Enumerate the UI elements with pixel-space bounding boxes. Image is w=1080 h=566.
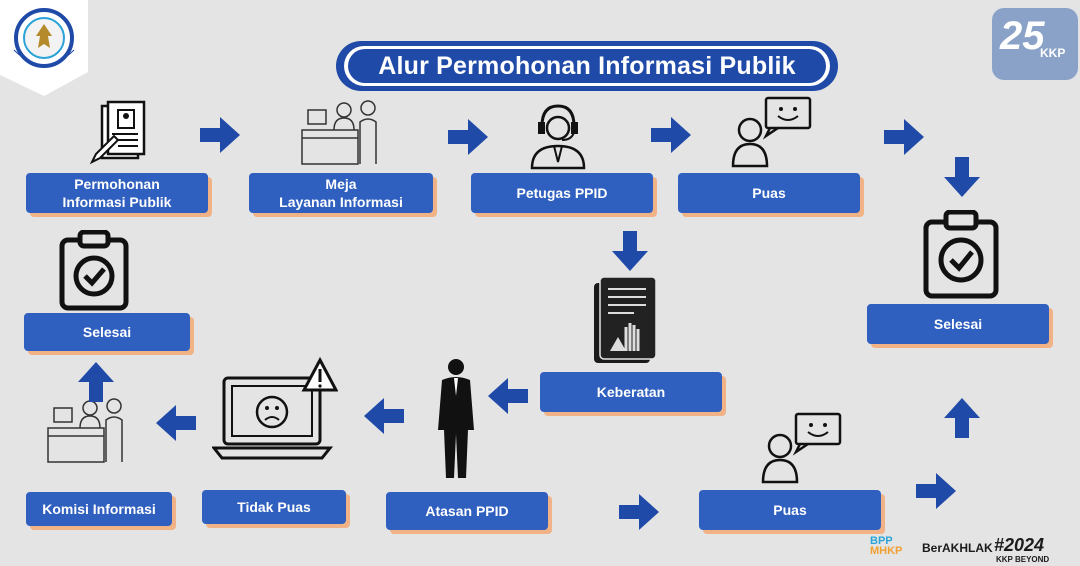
user-chat-smile-icon (731, 96, 812, 168)
arrow-icon (651, 117, 691, 153)
year-tag: #2024 (994, 535, 1045, 555)
box-komisi-informasi: Komisi Informasi (26, 492, 172, 526)
box-puas-bottom: Puas (699, 490, 881, 530)
arrow-icon (944, 398, 980, 438)
objection-document-icon (594, 276, 657, 363)
box-selesai-left: Selesai (24, 313, 190, 351)
user-chat-smile-icon (761, 412, 842, 484)
businessman-icon (438, 359, 474, 478)
kkp-beyond-label: KKP BEYOND (996, 555, 1050, 564)
box-selesai-left-label: Selesai (82, 324, 132, 340)
document-form-icon (89, 100, 146, 165)
arrow-icon (156, 405, 196, 441)
box-selesai-right: Selesai (867, 304, 1049, 344)
arrow-icon (916, 473, 956, 509)
service-desk-icon (47, 398, 123, 463)
arrow-icon (944, 157, 980, 197)
box-selesai-right-label: Selesai (933, 316, 983, 332)
box-atasan-label: Atasan PPID (425, 503, 509, 519)
bpp-logo-line1: BPP (870, 535, 893, 547)
clipboard-check-icon (59, 230, 129, 311)
berakhlak-logo: BerAKHLAK (922, 541, 993, 555)
headset-agent-icon (530, 104, 586, 170)
arrow-icon (200, 117, 240, 153)
box-tidak-puas-label: Tidak Puas (237, 499, 311, 515)
arrow-icon (448, 119, 488, 155)
ministry-seal-icon (13, 8, 75, 68)
box-petugas-ppid: Petugas PPID (471, 173, 653, 213)
anniversary-badge: 25 KKP (992, 8, 1078, 80)
bpp-logo-line2: MHKP (870, 545, 903, 557)
page-title: Alur Permohonan Informasi Publik (348, 49, 826, 83)
arrow-icon (364, 398, 404, 434)
title-banner: Alur Permohonan Informasi Publik (336, 41, 838, 91)
box-puas-top-label: Puas (752, 185, 786, 201)
ministry-logo-panel (0, 0, 88, 96)
service-desk-icon (301, 100, 377, 165)
box-permohonan-label: Permohonan Informasi Publik (62, 176, 172, 210)
badge-number: 25 (1000, 14, 1045, 58)
box-tidak-puas: Tidak Puas (202, 490, 346, 524)
box-meja-label: Meja Layanan Informasi (279, 176, 403, 210)
arrow-icon (884, 119, 924, 155)
arrow-icon (612, 231, 648, 271)
box-petugas-label: Petugas PPID (516, 185, 608, 201)
arrow-icon (78, 362, 114, 402)
box-komisi-label: Komisi Informasi (42, 501, 156, 517)
bpp-logo: BPP MHKP (870, 535, 903, 557)
clipboard-check-icon (923, 210, 999, 299)
badge-label: KKP (1040, 46, 1066, 60)
arrow-icon (488, 378, 528, 414)
box-puas-bottom-label: Puas (773, 502, 807, 518)
box-meja-layanan: Meja Layanan Informasi (249, 173, 433, 213)
box-keberatan-label: Keberatan (596, 384, 666, 400)
laptop-sad-warning-icon (212, 356, 338, 460)
box-keberatan: Keberatan (540, 372, 722, 412)
box-atasan-ppid: Atasan PPID (386, 492, 548, 530)
box-permohonan: Permohonan Informasi Publik (26, 173, 208, 213)
arrow-icon (619, 494, 659, 530)
box-puas-top: Puas (678, 173, 860, 213)
